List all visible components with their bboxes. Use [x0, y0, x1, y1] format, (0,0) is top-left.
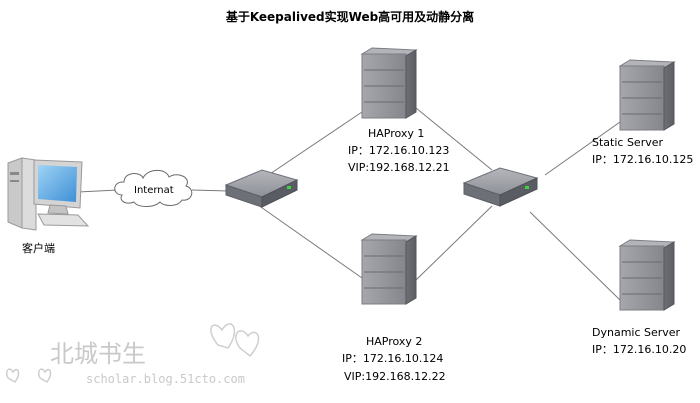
static-server-name: Static Server: [592, 136, 664, 149]
link-switch2-dynamic: [529, 211, 621, 301]
haproxy-1-name: HAProxy 1: [368, 127, 425, 140]
link-switch1-haproxy1: [257, 111, 363, 183]
link-haproxy1-switch2: [415, 107, 493, 171]
static-server-ip: IP：172.16.10.125: [592, 153, 694, 166]
haproxy-1-ip: IP：172.16.10.123: [348, 144, 450, 157]
dynamic-server-ip: IP：172.16.10.20: [592, 343, 687, 356]
haproxy-2-ip: IP：172.16.10.124: [342, 352, 444, 365]
client-label: 客户端: [22, 242, 55, 255]
haproxy-1-vip: VIP:192.168.12.21: [348, 161, 450, 174]
watermark-brand: 北城书生: [50, 340, 146, 368]
link-cloud-switch1: [191, 189, 229, 192]
internet-label: Internat: [134, 185, 174, 196]
watermark-url: scholar.blog.51cto.com: [86, 372, 245, 386]
haproxy-1-server-icon: [360, 47, 418, 119]
haproxy-2-server-icon: [360, 233, 418, 305]
client-computer-icon: [7, 157, 90, 231]
link-haproxy2-switch2: [415, 205, 493, 281]
dynamic-server-icon: [618, 239, 676, 311]
link-switch1-haproxy2: [257, 204, 363, 279]
switch-1-icon: [224, 169, 299, 208]
dynamic-server-name: Dynamic Server: [592, 326, 681, 339]
internet-cloud-icon: [114, 169, 193, 207]
diagram-title: 基于Keepalived实现Web高可用及动静分离: [225, 10, 475, 24]
watermark-hearts-icon: [5, 323, 260, 383]
connection-lines: [77, 107, 621, 301]
haproxy-2-name: HAProxy 2: [366, 335, 423, 348]
link-client-cloud: [77, 189, 119, 193]
link-switch2-static: [544, 121, 621, 176]
switch-2-icon: [462, 167, 539, 207]
haproxy-2-vip: VIP:192.168.12.22: [344, 370, 446, 383]
static-server-icon: [618, 59, 676, 131]
